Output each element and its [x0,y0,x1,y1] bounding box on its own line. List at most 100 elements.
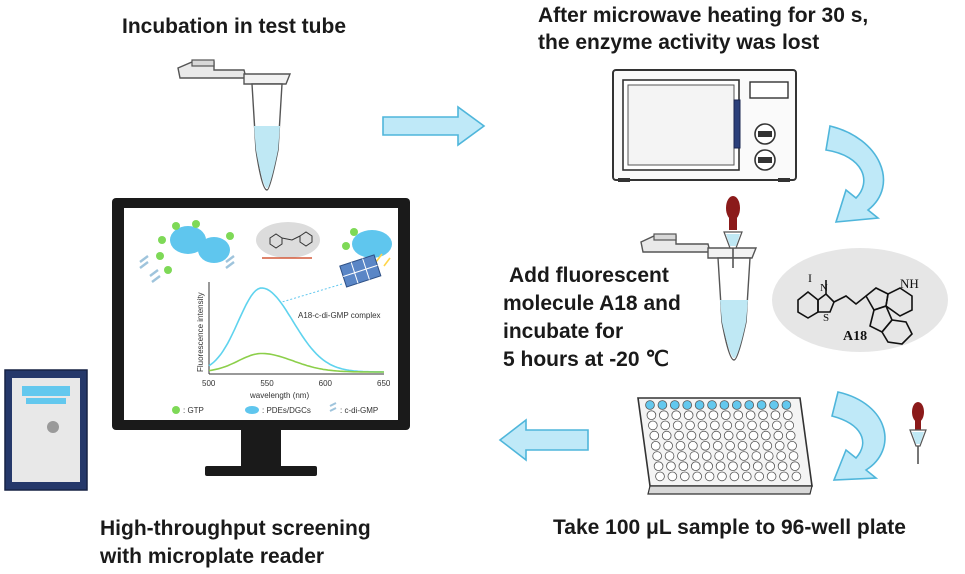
microwave-oven [612,69,797,182]
screen-content: A18-c-di-GMP complex [139,220,392,320]
test-tube-1 [177,59,292,191]
molecule-iodide: I [808,271,812,285]
x-tick-label: 650 [377,379,391,388]
well-empty [660,420,671,431]
step-add-label-line1: Add fluorescent [509,264,669,287]
well-empty [664,451,675,461]
well-filled [645,400,655,410]
well-empty [685,420,695,431]
well-filled [756,400,767,410]
well-empty [740,461,751,472]
well-empty [714,451,724,461]
arrow-to-microwave [382,105,486,147]
step-take-sample-label: Take 100 μL sample to 96-well plate [553,516,906,539]
step-incubation-label: Incubation in test tube [122,15,346,38]
curved-arrow-down-2 [831,391,886,481]
well-empty [725,440,735,451]
96-well-plate [637,397,813,495]
legend-gtp: : GTP [183,406,204,415]
chart-x-axis-label: wavelength (nm) [249,391,309,400]
well-empty [686,430,697,441]
well-empty [700,440,711,451]
well-empty [675,440,686,451]
well-empty [715,461,726,472]
well-empty [722,420,733,431]
molecule-name: A18 [843,329,867,344]
molecule-a18: I N S NH A18 [772,248,948,352]
well-filled [781,400,792,410]
well-empty [737,440,748,451]
well-empty [741,471,752,482]
well-empty [712,440,723,451]
well-empty [689,451,700,461]
well-empty [659,410,669,421]
well-empty [783,410,793,421]
step-microwave-label-line2: the enzyme activity was lost [538,31,820,54]
well-filled [669,400,680,410]
well-empty [721,410,731,421]
legend-pdes-dgcs: : PDEs/DGCs [262,406,311,415]
well-empty [646,410,657,421]
well-empty [747,420,757,431]
well-filled [657,400,668,410]
step-add-label-line2: molecule A18 and [503,292,681,315]
dropper-2 [909,402,927,464]
well-filled [682,400,692,410]
well-empty [653,461,664,472]
well-empty [750,440,760,451]
well-empty [790,461,800,472]
step-add-label-line4: 5 hours at -20 ℃ [503,348,669,371]
chart-legend: : GTP : PDEs/DGCs : c-di-GMP [172,402,378,415]
well-empty [777,461,788,472]
test-tube-2 [640,233,758,361]
curved-arrow-down-1 [825,125,885,223]
arrow-to-reader [498,418,589,462]
well-empty [736,430,746,441]
well-empty [649,430,660,441]
well-empty [697,420,708,431]
well-empty [729,471,740,482]
well-empty [666,461,676,472]
well-empty [759,420,770,431]
well-filled [769,400,779,410]
well-empty [688,440,698,451]
well-empty [754,471,764,482]
microplate-reader [4,369,88,491]
well-empty [703,461,713,472]
well-empty [733,410,744,421]
well-empty [648,420,658,431]
well-empty [672,420,683,431]
well-empty [739,451,749,461]
well-empty [717,471,727,482]
plate-wells [645,400,802,482]
curve-low [208,352,384,373]
well-empty [776,451,786,461]
well-filled [744,400,754,410]
well-empty [711,430,722,441]
complex-label: A18-c-di-GMP complex [298,311,381,320]
well-empty [708,410,719,421]
chart-y-axis-label: Fluorescence intensity [196,292,205,372]
well-empty [791,471,802,482]
well-empty [774,440,785,451]
step-microwave-label-line1: After microwave heating for 30 s, [538,4,869,27]
well-empty [661,430,672,441]
well-empty [787,440,797,451]
well-empty [710,420,720,431]
well-empty [683,410,694,421]
well-empty [701,451,712,461]
well-empty [752,461,763,472]
well-empty [723,430,734,441]
well-empty [663,440,673,451]
step-screening-label-line2: with microplate reader [100,545,325,568]
well-filled [707,400,717,410]
well-empty [692,471,702,482]
well-empty [650,440,661,451]
fluorescence-chart: Fluorescence intensity wavelength (nm) 5… [196,282,391,400]
x-tick-label: 600 [319,379,333,388]
well-empty [758,410,768,421]
well-empty [772,420,782,431]
well-empty [679,471,690,482]
well-empty [773,430,784,441]
